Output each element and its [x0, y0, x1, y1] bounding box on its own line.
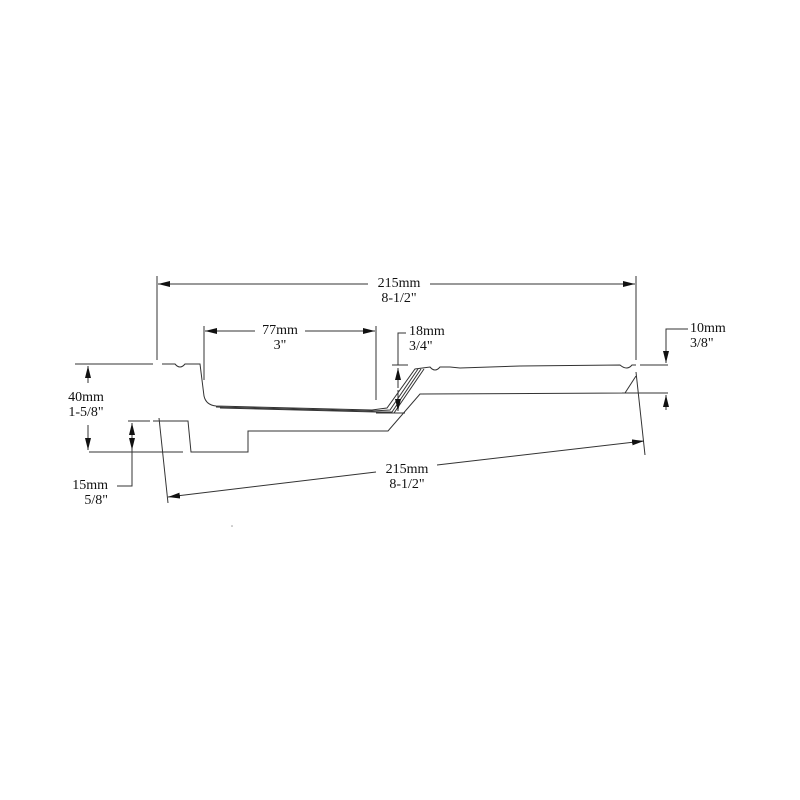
dim-end-label: 10mm 3/8": [690, 321, 726, 351]
dim-step-imperial: 5/8": [84, 493, 108, 508]
dim-slope-metric: 18mm: [409, 324, 445, 339]
dim-overall-top-label: 215mm 8-1/2": [369, 276, 429, 306]
dim-overall-top-metric: 215mm: [377, 276, 421, 291]
dim-height-label: 40mm 1-5/8": [56, 390, 116, 420]
dim-overall-bottom-metric: 215mm: [385, 462, 429, 477]
dim-step-metric: 15mm: [72, 478, 108, 493]
dim-end-metric: 10mm: [690, 321, 726, 336]
dim-step-label: 15mm 5/8": [52, 478, 108, 508]
dim-overall-bottom-label: 215mm 8-1/2": [377, 462, 437, 492]
dim-tray-label: 77mm 3": [256, 323, 304, 353]
dim-height-metric: 40mm: [68, 390, 104, 405]
dim-slope-label: 18mm 3/4": [409, 324, 445, 354]
dim-end-imperial: 3/8": [690, 336, 714, 351]
dim-slope-imperial: 3/4": [409, 339, 433, 354]
dim-overall-top-imperial: 8-1/2": [381, 291, 417, 306]
dim-tray-imperial: 3": [273, 338, 287, 353]
dim-tray-metric: 77mm: [262, 323, 298, 338]
dim-overall-bottom-imperial: 8-1/2": [389, 477, 425, 492]
dim-height-imperial: 1-5/8": [68, 405, 104, 420]
